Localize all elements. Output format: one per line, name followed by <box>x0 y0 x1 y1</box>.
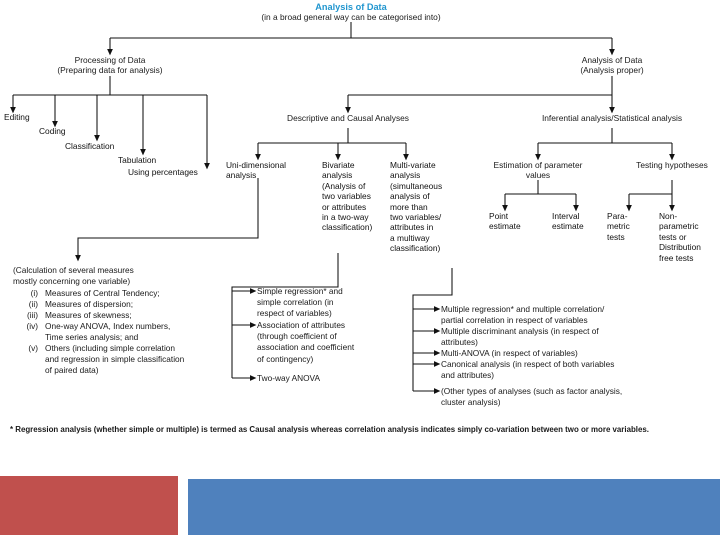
detail-unidimensional-heading: (Calculation of several measures mostly … <box>13 265 134 287</box>
decor-bar-blue <box>188 479 720 535</box>
list-item-multivariate-1: Multiple regression* and multiple correl… <box>441 304 605 326</box>
list-marker: (ii) <box>28 299 38 309</box>
list-item-multivariate-4: Canonical analysis (in respect of both v… <box>441 359 615 381</box>
node-point-estimate: Point estimate <box>489 211 521 232</box>
list-item-unidimensional-2: (ii) Measures of dispersion; <box>20 299 220 310</box>
list-marker: (iii) <box>26 310 38 320</box>
list-text: Measures of dispersion; <box>45 299 134 309</box>
node-classification: Classification <box>65 141 115 151</box>
list-marker: (iv) <box>26 321 38 331</box>
list-item-bivariate-3: Two-way ANOVA <box>257 373 321 383</box>
footnote: * Regression analysis (whether simple or… <box>10 425 649 434</box>
list-text: One-way ANOVA, Index numbers, Time serie… <box>45 321 171 343</box>
node-analysis-of-data-note: (Analysis proper) <box>580 65 644 75</box>
list-item-unidimensional-4: (iv) One-way ANOVA, Index numbers, Time s… <box>20 321 225 343</box>
list-item-multivariate-5: (Other types of analyses (such as factor… <box>441 386 623 408</box>
decor-bar-red <box>0 476 178 535</box>
node-interval-estimate: Interval estimate <box>552 211 584 232</box>
list-marker: (v) <box>28 343 38 353</box>
node-analysis-of-data: Analysis of Data <box>581 55 643 65</box>
list-item-unidimensional-5: (v) Others (including simple correlation … <box>20 343 230 377</box>
node-testing-hypotheses: Testing hypotheses <box>636 160 708 170</box>
node-inferential-analysis: Inferential analysis/Statistical analysi… <box>541 113 683 123</box>
node-descriptive-and-causal-analyses: Descriptive and Causal Analyses <box>287 113 409 123</box>
node-estimation-of-parameter-values: Estimation of parameter values <box>493 160 583 181</box>
list-item-bivariate-1: Simple regression* and simple correlatio… <box>257 286 343 319</box>
node-coding: Coding <box>39 126 66 136</box>
list-item-unidimensional-1: (i) Measures of Central Tendency; <box>20 288 220 299</box>
node-using-percentages: Using percentages <box>128 167 198 177</box>
diagram-title: Analysis of Data <box>315 2 387 12</box>
list-text: Measures of skewness; <box>45 310 132 320</box>
list-item-multivariate-2: Multiple discriminant analysis (in respe… <box>441 326 599 348</box>
node-non-parametric-tests: Non- parametric tests or Distribution fr… <box>659 211 701 263</box>
list-item-unidimensional-3: (iii) Measures of skewness; <box>20 310 220 321</box>
node-editing: Editing <box>4 112 30 122</box>
node-bivariate-analysis: Bivariate analysis (Analysis of two vari… <box>322 160 373 233</box>
node-uni-dimensional-analysis: Uni-dimensional analysis <box>226 160 287 181</box>
node-multi-variate-analysis: Multi-variate analysis (simultaneous ana… <box>390 160 443 254</box>
list-item-bivariate-2: Association of attributes (through coeff… <box>257 320 355 364</box>
diagram-subtitle: (in a broad general way can be categoris… <box>261 12 441 22</box>
node-tabulation: Tabulation <box>118 155 157 165</box>
list-marker: (i) <box>30 288 38 298</box>
node-processing-of-data: Processing of Data <box>74 55 146 65</box>
list-text: Measures of Central Tendency; <box>45 288 160 298</box>
list-text: Others (including simple correlation and… <box>45 343 185 376</box>
list-item-multivariate-3: Multi-ANOVA (in respect of variables) <box>441 348 578 358</box>
node-parametric-tests: Para- metric tests <box>607 211 630 242</box>
node-processing-of-data-note: (Preparing data for analysis) <box>57 65 163 75</box>
